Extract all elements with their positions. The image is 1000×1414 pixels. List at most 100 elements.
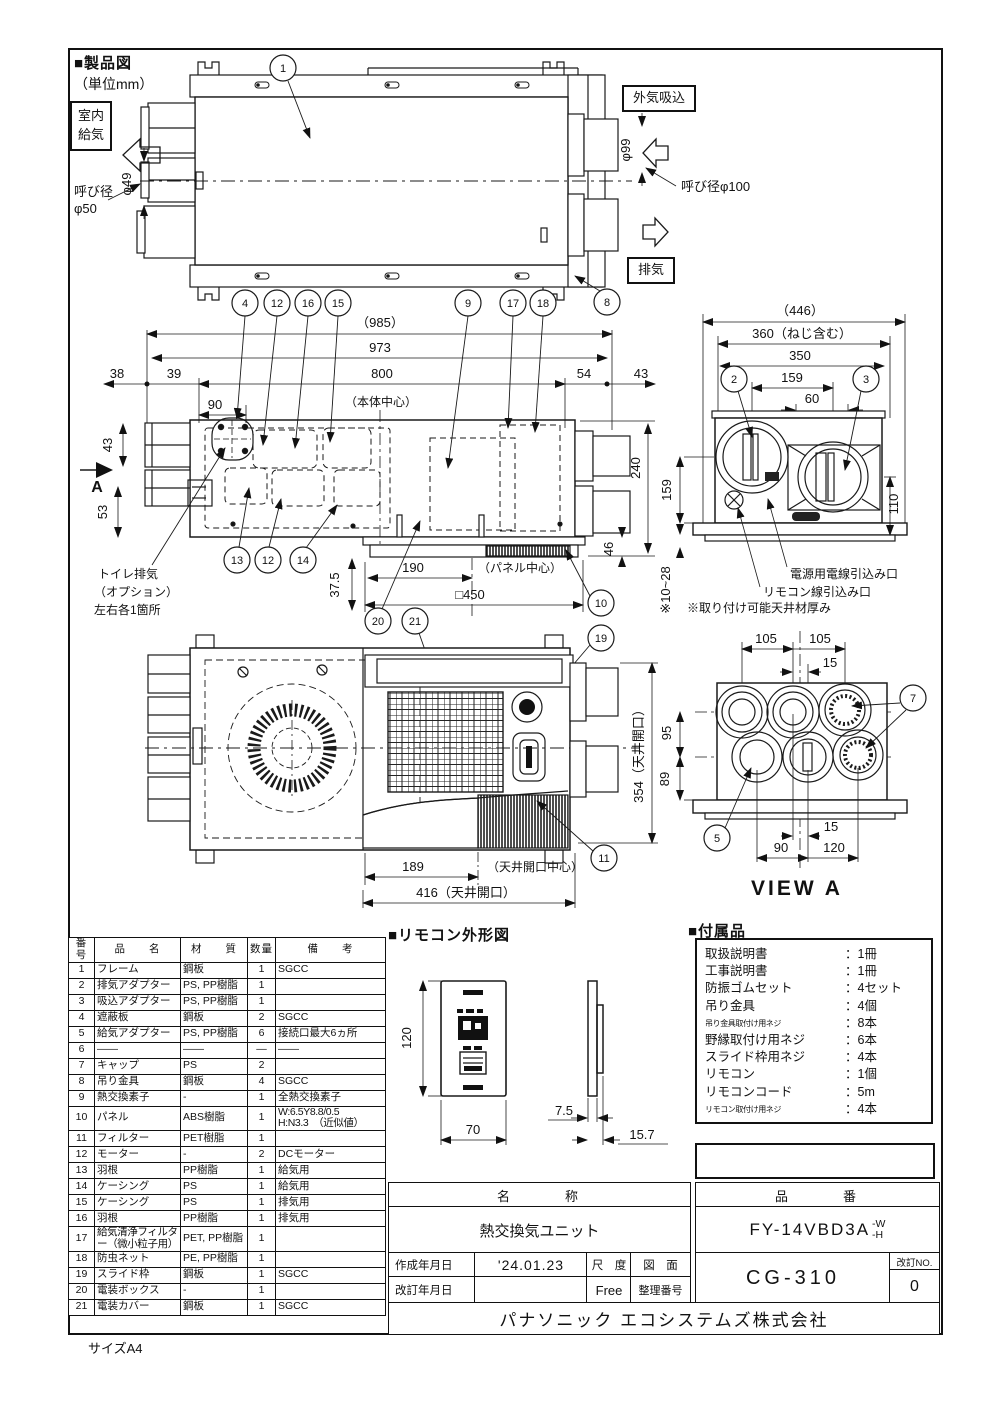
col-remarks: 備 考 xyxy=(275,937,386,963)
balloon-2: 2 xyxy=(731,374,737,386)
cell-remarks xyxy=(275,1282,386,1300)
dim-95: 95 xyxy=(659,726,674,740)
accessory-item: 取扱説明書 ：1冊 xyxy=(697,946,931,963)
cell-qty: 2 xyxy=(247,1009,276,1027)
cell-remarks: 排気用 xyxy=(275,1210,386,1227)
remote-outline-texts: 120 70 7.5 15.7 xyxy=(399,1027,655,1142)
accessory-name: リモコン取付け用ネジ xyxy=(705,1104,781,1114)
cell-material: ―― xyxy=(180,1041,248,1059)
cell-name: 給気清浄フィルター（微小粒子用） xyxy=(94,1226,181,1252)
cell-qty: 1 xyxy=(247,1089,276,1107)
accessory-qty: ：1冊 xyxy=(845,964,877,979)
accessory-name: リモコン xyxy=(705,1067,756,1082)
cell-number: 5 xyxy=(68,1025,95,1043)
accessory-name: 取扱説明書 xyxy=(705,947,768,961)
cell-material: PS xyxy=(180,1057,248,1075)
balloon-4: 4 xyxy=(242,298,248,310)
drawing-number-label-2: 整理番号 xyxy=(630,1276,691,1304)
cell-number: 19 xyxy=(68,1266,95,1284)
accessory-qty: ：4本 xyxy=(845,1050,877,1065)
cell-remarks: SGCC xyxy=(275,1009,386,1027)
col-material: 材 質 xyxy=(180,937,248,963)
dim-remote-70: 70 xyxy=(466,1122,480,1137)
dim-240: 240 xyxy=(628,457,643,479)
parts-table-row: 2 排気アダプター PS, PP樹脂 1 xyxy=(68,977,386,995)
outdoor-intake-label: 外気吸込 xyxy=(622,85,696,112)
cell-material: PS, PP樹脂 xyxy=(180,977,248,995)
cell-qty: 1 xyxy=(247,1194,276,1211)
cell-remarks xyxy=(275,1130,386,1147)
dim-354: 354（天井開口） xyxy=(631,703,646,803)
cell-number: 1 xyxy=(68,961,95,979)
dim-54: 54 xyxy=(577,366,591,381)
scale-label: 尺 度 xyxy=(586,1252,632,1278)
cell-remarks: SGCC xyxy=(275,961,386,979)
balloon-20: 20 xyxy=(372,616,384,628)
parts-table-row: 15 ケーシング PS 1 排気用 xyxy=(68,1194,386,1211)
cell-remarks: 給気用 xyxy=(275,1162,386,1179)
front-view-drawing xyxy=(80,275,656,686)
dim-phi49: φ49 xyxy=(119,173,134,196)
parts-table-row: 17 給気清浄フィルター（微小粒子用） PET, PP樹脂 1 xyxy=(68,1226,386,1252)
dim-15-top: 15 xyxy=(823,655,837,670)
accessory-item: リモコンコード ：5m xyxy=(697,1084,931,1101)
accessory-qty: ：6本 xyxy=(845,1033,877,1048)
parts-table-row: 7 キャップ PS 2 xyxy=(68,1057,386,1075)
front-view-texts: 4 12 16 15 9 17 18 8 13 12 14 20 21 10 1… xyxy=(91,297,648,645)
dim-90: 90 xyxy=(208,397,222,412)
dim-446: （446） xyxy=(776,303,824,318)
accessory-name: スライド枠用ネジ xyxy=(705,1050,806,1065)
accessories-box: 取扱説明書 ：1冊 工事説明書 ：1冊 防振ゴムセット ：4セット 吊り金具 ：… xyxy=(695,938,933,1125)
panel-center-label: （パネル中心） xyxy=(478,560,562,575)
accessory-item: 吊り金具取付け用ネジ ：8本 xyxy=(697,1015,931,1032)
parts-table-row: 8 吊り金具 鋼板 4 SGCC xyxy=(68,1073,386,1091)
cell-qty: 1 xyxy=(247,1298,276,1316)
dim-800: 800 xyxy=(371,366,393,381)
dim-39: 39 xyxy=(167,366,181,381)
dim-450: □450 xyxy=(455,587,485,602)
dim-phi99: φ99 xyxy=(618,139,633,162)
dim-189: 189 xyxy=(402,859,424,874)
col-name: 品 名 xyxy=(94,937,181,963)
cell-remarks xyxy=(275,977,386,995)
cell-material: 鋼板 xyxy=(180,961,248,979)
cell-remarks: SGCC xyxy=(275,1266,386,1284)
cell-name: 電装ボックス xyxy=(94,1282,181,1300)
cell-material: PS xyxy=(180,1178,248,1195)
balloon-10: 10 xyxy=(595,598,607,610)
toilet-note-2: （オプション） xyxy=(94,585,178,599)
cell-number: 11 xyxy=(68,1130,95,1147)
cell-material: 鋼板 xyxy=(180,1073,248,1091)
balloon-9: 9 xyxy=(465,298,471,310)
dim-105-right: 105 xyxy=(809,631,831,646)
part-number-suffix-h: -H xyxy=(872,1229,884,1241)
balloon-13: 13 xyxy=(231,555,243,567)
accessory-name: 吊り金具取付け用ネジ xyxy=(705,1018,781,1028)
accessory-name: 防振ゴムセット xyxy=(705,981,793,996)
cell-name: 吸込アダプター xyxy=(94,993,181,1011)
cell-name: ―― xyxy=(94,1041,181,1059)
company-name: パナソニック エコシステムズ株式会社 xyxy=(388,1302,940,1335)
parts-table-row: 4 遮蔽板 鋼板 2 SGCC xyxy=(68,1009,386,1027)
cell-material: PP樹脂 xyxy=(180,1210,248,1227)
side-view-texts: 2 3 （446） 360（ねじ含む） 350 159 60 159 110 ※… xyxy=(658,303,901,615)
accessories-title: ■付属品 xyxy=(688,923,747,940)
cell-name: 吊り金具 xyxy=(94,1073,181,1091)
dim-159-left: 159 xyxy=(659,479,674,501)
balloon-3: 3 xyxy=(863,374,869,386)
remote-drawing-title: ■リモコン外形図 xyxy=(388,927,511,944)
balloon-17: 17 xyxy=(507,298,519,310)
balloon-12: 12 xyxy=(271,298,283,310)
cell-material: ABS樹脂 xyxy=(180,1105,248,1131)
balloon-15: 15 xyxy=(332,298,344,310)
cell-remarks xyxy=(275,1226,386,1252)
cell-name: 電装カバー xyxy=(94,1298,181,1316)
number-value-cell: FY-14VBD3A -W -H xyxy=(695,1206,940,1254)
cell-remarks: 排気用 xyxy=(275,1194,386,1211)
cell-name: ケーシング xyxy=(94,1194,181,1211)
cell-material: PP樹脂 xyxy=(180,1162,248,1179)
remote-inlet-label: リモコン線引込み口 xyxy=(763,584,871,599)
parts-table-row: 14 ケーシング PS 1 給気用 xyxy=(68,1178,386,1195)
